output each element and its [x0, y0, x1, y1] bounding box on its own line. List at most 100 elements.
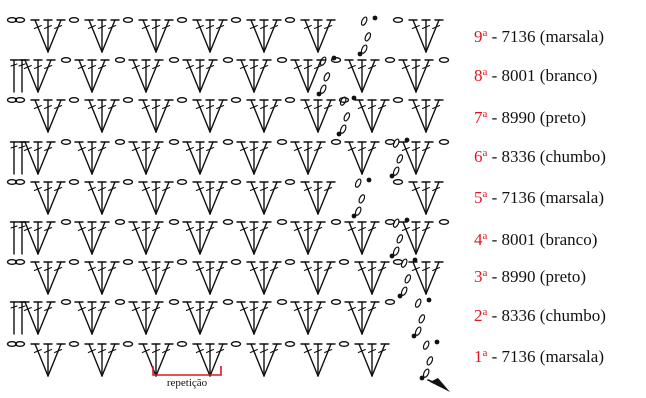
chain-stitch-symbol — [114, 139, 126, 145]
shell-symbol — [20, 221, 56, 255]
slip-stitch-symbol — [372, 15, 378, 21]
chain-row — [122, 17, 134, 23]
chain-row — [392, 17, 404, 23]
chain-stitch-symbol — [60, 219, 72, 225]
shell-symbol — [30, 343, 66, 377]
turning-chain-symbol — [360, 16, 372, 54]
chain-row — [338, 97, 350, 103]
chain-row — [384, 299, 396, 305]
chain-row — [276, 57, 288, 63]
slip-stitch-symbol — [397, 293, 403, 299]
chain-row — [222, 57, 234, 63]
chain-stitch-symbol — [68, 17, 80, 23]
chain-row — [14, 341, 26, 347]
shell-symbol — [84, 19, 120, 53]
shell-symbol — [300, 261, 336, 295]
chain-stitch-symbol — [230, 259, 242, 265]
shell-symbol — [290, 141, 326, 175]
chain-stitch-symbol — [176, 341, 188, 347]
chain-row — [230, 259, 242, 265]
chain-stitch-symbol — [284, 97, 296, 103]
shell-symbol — [236, 59, 272, 93]
shell-symbol — [290, 59, 326, 93]
chain-stitch-symbol — [176, 259, 188, 265]
shell-symbol — [246, 19, 282, 53]
chain-stitch-symbol — [276, 219, 288, 225]
chain-stitch-symbol — [338, 341, 350, 347]
slip-stitch-symbol — [419, 375, 425, 381]
slip-stitch-symbol — [366, 177, 372, 183]
join-point-symbol — [357, 15, 378, 57]
chain-row — [6, 17, 18, 23]
chain-stitch-symbol — [60, 57, 72, 63]
chain-row — [122, 341, 134, 347]
shell-symbol — [182, 301, 218, 335]
chain-row — [6, 259, 18, 265]
chain-row — [392, 179, 404, 185]
chain-stitch-symbol — [168, 219, 180, 225]
chain-stitch-symbol — [284, 259, 296, 265]
chain-row — [230, 97, 242, 103]
chain-stitch-symbol — [14, 97, 26, 103]
shell-symbol — [192, 181, 228, 215]
shell-symbol — [300, 99, 336, 133]
chain-row — [438, 139, 450, 145]
shell-symbol — [290, 301, 326, 335]
chain-row — [438, 57, 450, 63]
shell-symbol — [128, 301, 164, 335]
stitch-pair-symbol — [9, 301, 27, 335]
chain-row — [6, 97, 18, 103]
chain-row — [230, 17, 242, 23]
chain-stitch-symbol — [176, 17, 188, 23]
join-point-symbol — [419, 339, 440, 381]
slip-stitch-symbol — [336, 131, 342, 137]
chain-stitch-symbol — [114, 299, 126, 305]
turning-chain-symbol — [319, 56, 331, 94]
chain-stitch-symbol — [330, 219, 342, 225]
shell-symbol — [138, 343, 174, 377]
chain-row — [14, 17, 26, 23]
shell-symbol — [128, 59, 164, 93]
chain-stitch-symbol — [338, 259, 350, 265]
chain-stitch-symbol — [230, 97, 242, 103]
shell-symbol — [74, 221, 110, 255]
chain-row — [330, 139, 342, 145]
chain-stitch-symbol — [392, 97, 404, 103]
chain-stitch-symbol — [222, 57, 234, 63]
shell-symbol — [344, 221, 380, 255]
shell-symbol — [30, 19, 66, 53]
chain-row — [168, 57, 180, 63]
chain-row — [176, 17, 188, 23]
stitch-pair-symbol — [9, 221, 27, 255]
shell-symbol — [354, 343, 390, 377]
join-point-symbol — [316, 55, 337, 97]
join-point-symbol — [336, 95, 357, 137]
chain-stitch-symbol — [6, 179, 18, 185]
join-point-symbol — [397, 257, 418, 299]
chain-row — [14, 259, 26, 265]
chain-row — [60, 299, 72, 305]
shell-symbol — [182, 59, 218, 93]
shell-symbol — [84, 99, 120, 133]
chain-row — [68, 97, 80, 103]
chain-row — [60, 57, 72, 63]
chain-stitch-symbol — [392, 179, 404, 185]
turning-chain-symbol — [354, 178, 366, 216]
shell-symbol — [20, 141, 56, 175]
chain-stitch-symbol — [6, 341, 18, 347]
shell-symbol — [192, 343, 228, 377]
shell-symbol — [84, 261, 120, 295]
chain-stitch-symbol — [438, 219, 450, 225]
shell-symbol — [290, 221, 326, 255]
chain-stitch-symbol — [330, 139, 342, 145]
chain-stitch-symbol — [176, 179, 188, 185]
shell-symbol — [398, 141, 434, 175]
chain-stitch-symbol — [14, 341, 26, 347]
shell-symbol — [182, 141, 218, 175]
shell-symbol — [128, 141, 164, 175]
slip-stitch-symbol — [412, 257, 418, 263]
chain-row — [68, 341, 80, 347]
slip-stitch-symbol — [389, 173, 395, 179]
join-point-symbol — [389, 137, 410, 179]
shell-symbol — [354, 99, 390, 133]
